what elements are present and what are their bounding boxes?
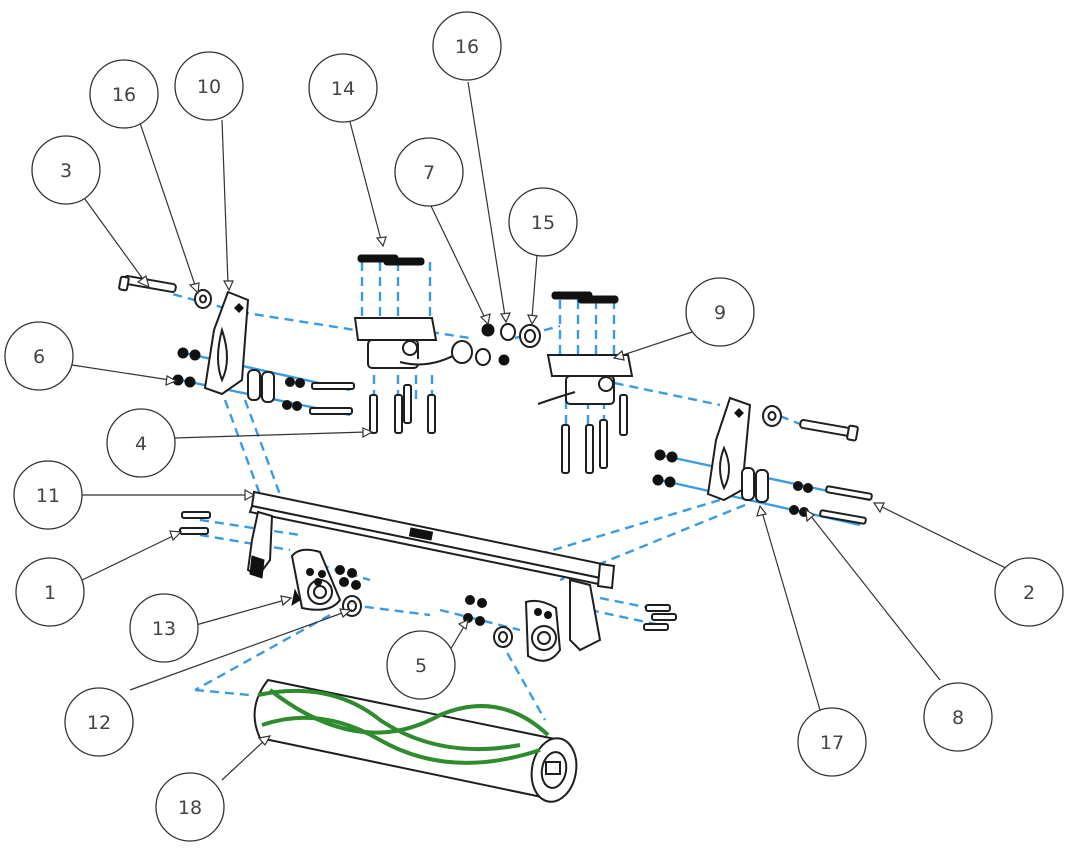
leader-lines: [71, 81, 1021, 781]
callout-16-middle: 16: [432, 11, 502, 81]
callout-1: 1: [15, 557, 85, 627]
washer-left: [194, 289, 212, 309]
callout-label: 15: [531, 212, 555, 234]
height-bracket-left: [353, 317, 491, 369]
cross-bar: [248, 490, 616, 590]
washer-right: [762, 405, 782, 427]
callout-16-left: 16: [89, 59, 159, 129]
spacer-bushings-right: [741, 467, 873, 525]
callout-14: 14: [308, 53, 378, 123]
bolts-right-vertical: [561, 394, 628, 474]
callout-15: 15: [508, 187, 578, 257]
callout-label: 3: [60, 160, 72, 182]
pads-right: [551, 291, 619, 304]
callout-label: 4: [135, 433, 147, 455]
callout-10: 10: [174, 51, 244, 121]
bearing-housing-left: [290, 548, 342, 611]
callout-label: 16: [112, 84, 136, 106]
callout-8: 8: [923, 682, 993, 752]
nuts-bearing-right: [463, 595, 487, 626]
height-bracket-right: [537, 354, 634, 405]
callout-label: 12: [87, 712, 111, 734]
callout-label: 5: [415, 655, 427, 677]
callout-9: 9: [685, 277, 755, 347]
callout-label: 11: [36, 485, 60, 507]
callout-label: 9: [714, 302, 726, 324]
callout-label: 17: [820, 732, 844, 754]
callout-label: 18: [178, 797, 202, 819]
left-end-bracket: [246, 510, 274, 579]
callout-4: 4: [106, 408, 176, 478]
nuts-bearing-left: [335, 565, 361, 590]
seal-right: [493, 626, 513, 648]
callout-5: 5: [386, 630, 456, 700]
nut-washers-middle: [481, 323, 541, 366]
right-side-plate: [706, 396, 752, 502]
callout-label: 8: [952, 707, 964, 729]
callout-3: 3: [31, 135, 101, 205]
callout-6: 6: [4, 321, 74, 391]
bolts-right-short: [643, 604, 677, 631]
nuts-left-stack: [172, 347, 201, 388]
reel-cylinder: [253, 678, 578, 803]
callout-label: 6: [33, 346, 45, 368]
spacer-bushings-left: [247, 369, 355, 415]
callout-7: 7: [394, 137, 464, 207]
callout-label: 2: [1023, 582, 1035, 604]
callout-11: 11: [13, 460, 83, 530]
bolts-left-vertical: [369, 384, 436, 434]
callout-label: 10: [197, 76, 221, 98]
nuts-right-stack: [652, 449, 678, 488]
long-bolt-left: [118, 275, 177, 293]
callout-label: 13: [152, 618, 176, 640]
callout-label: 14: [331, 78, 355, 100]
left-side-plate: [203, 290, 250, 396]
pads-left: [357, 254, 425, 266]
callout-17: 17: [797, 707, 867, 777]
callout-13: 13: [129, 593, 199, 663]
callout-2: 2: [994, 557, 1064, 627]
long-bolt-right: [799, 419, 859, 442]
callout-label: 7: [423, 162, 435, 184]
callout-12: 12: [64, 687, 134, 757]
callout-label: 16: [455, 36, 479, 58]
callout-18: 18: [155, 772, 225, 842]
bolts-left-short: [179, 511, 211, 535]
callout-label: 1: [44, 582, 56, 604]
right-end-bracket: [524, 578, 602, 662]
